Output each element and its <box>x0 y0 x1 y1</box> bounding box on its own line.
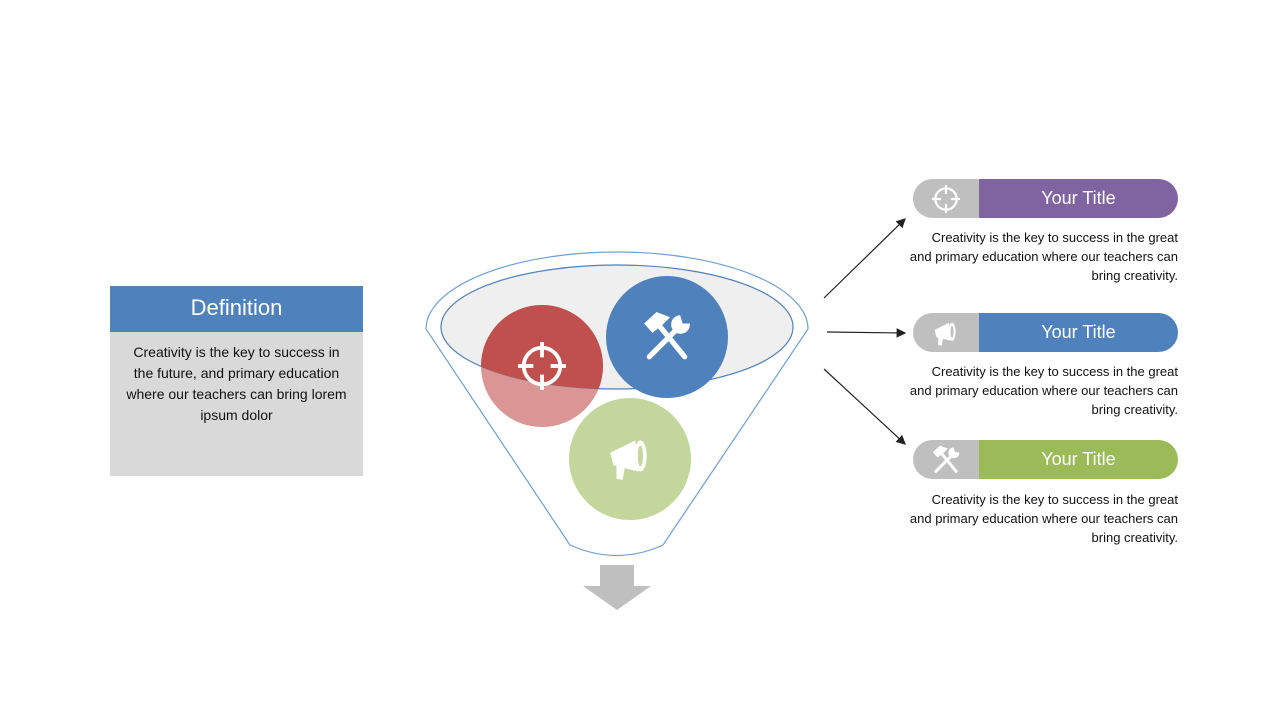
item-3-title: Your Title <box>979 440 1178 479</box>
item-1-icon-slot <box>913 179 979 218</box>
item-2-icon-slot <box>913 313 979 352</box>
definition-title: Definition <box>110 286 363 332</box>
definition-text: Creativity is the key to success in the … <box>126 344 347 423</box>
tools-icon <box>931 444 961 473</box>
item-1-text: Creativity is the key to success in the … <box>909 230 1178 283</box>
item-2-title: Your Title <box>979 313 1178 352</box>
item-1-header: Your Title <box>913 179 1178 218</box>
funnel-circle-crosshair <box>481 305 603 389</box>
item-3-text: Creativity is the key to success in the … <box>909 492 1178 545</box>
connector-arrow-3 <box>823 368 906 445</box>
crosshair-icon <box>932 184 960 213</box>
item-2-text: Creativity is the key to success in the … <box>909 364 1178 417</box>
item-3-header: Your Title <box>913 440 1178 479</box>
megaphone-icon <box>934 322 956 346</box>
item-2-header: Your Title <box>913 313 1178 352</box>
connector-arrow-2 <box>826 328 907 338</box>
connector-arrow-1 <box>823 218 906 299</box>
funnel-output-arrow <box>583 565 651 610</box>
item-1-title: Your Title <box>979 179 1178 218</box>
definition-box: Definition Creativity is the key to succ… <box>110 286 363 476</box>
item-3-icon-slot <box>913 440 979 479</box>
